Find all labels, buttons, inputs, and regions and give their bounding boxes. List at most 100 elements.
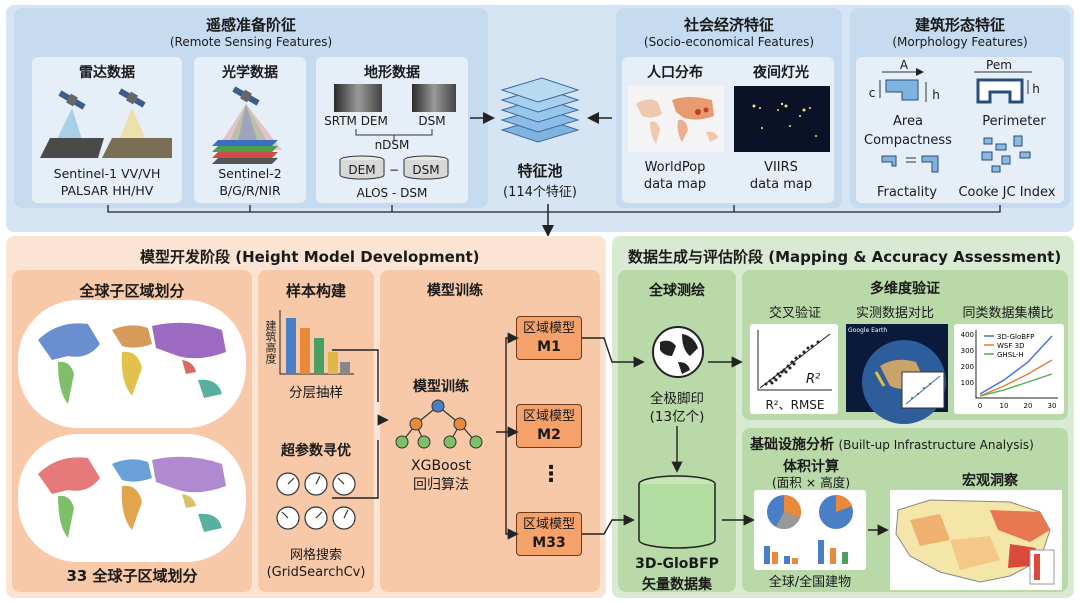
dem-cylinder-label: DEM <box>348 163 376 177</box>
xgboost-line2: 回归算法 <box>413 477 469 493</box>
sample-ylabel: 建筑高度 <box>264 320 277 364</box>
comparison-xtick: 0 <box>978 402 982 410</box>
training-inner-title: 模型训练 <box>413 379 469 395</box>
google-earth-label: Google Earth <box>848 327 888 334</box>
grid-search-line1: 网格搜索 <box>289 548 342 563</box>
us-volume-map <box>890 490 1062 590</box>
model-ellipsis: ⋮ <box>540 462 562 487</box>
global-mapping-title: 全球测绘 <box>649 283 705 299</box>
macro-title: 宏观洞察 <box>962 473 1018 489</box>
minus-label: − <box>388 163 400 177</box>
feature-pool-title: 特征池 <box>517 162 563 180</box>
comparison-ytick: 400 <box>961 331 974 339</box>
comparison-xtick: 30 <box>1048 402 1057 410</box>
globe-icon <box>652 326 704 378</box>
infrastructure-title-cn: 基础设施分析 <box>750 437 834 453</box>
optical-line2: B/G/R/NIR <box>219 183 281 198</box>
terrain-images <box>334 84 456 112</box>
training-title: 模型训练 <box>427 283 483 299</box>
viirs-line2: data map <box>749 177 813 192</box>
xgboost-line1: XGBoost <box>411 458 471 474</box>
model-m33-id: M33 <box>532 535 566 551</box>
socio-subtitle: (Socio-economical Features) <box>643 35 815 49</box>
similar-dataset-label: 同类数据集横比 <box>962 306 1054 321</box>
comparison-xtick: 10 <box>1000 402 1009 410</box>
area-label: Area <box>893 114 923 129</box>
alos-label: ALOS - DSM <box>356 186 428 200</box>
region-model-m2: 区域模型 M2 <box>516 404 582 448</box>
srtm-label: SRTM DEM <box>324 114 388 128</box>
footprint-line2: (13亿个) <box>649 409 705 425</box>
pem-label: Pem <box>986 58 1012 72</box>
model-m1-id: M1 <box>537 339 561 355</box>
model-m33-label: 区域模型 <box>522 517 575 532</box>
region-model-m1: 区域模型 M1 <box>516 316 582 360</box>
sample-panel <box>258 270 374 592</box>
comparison-legend-label: WSF 3D <box>997 342 1024 350</box>
mapping-title: 数据生成与评估阶段 (Mapping & Accuracy Assessment… <box>628 248 1062 266</box>
stratified-bar-chart <box>279 310 354 375</box>
morphology-icons <box>879 68 1032 173</box>
hyper-title: 超参数寻优 <box>281 443 351 459</box>
world-map-bottom <box>18 434 246 562</box>
region-model-m33: 区域模型 M33 <box>516 512 582 556</box>
global-subregion-title: 全球子区域划分 <box>79 282 185 300</box>
viirs-line1: VIIRS <box>764 160 798 175</box>
model-m2-label: 区域模型 <box>522 409 575 424</box>
field-comparison-label: 实测数据对比 <box>855 306 934 321</box>
development-title: 模型开发阶段 (Height Model Development) <box>140 248 480 266</box>
terrain-card <box>316 57 468 203</box>
infrastructure-title: 基础设施分析 (Built-up Infrastructure Analysis… <box>750 434 1066 454</box>
comparison-chart-card <box>954 324 1064 414</box>
remote-sensing-subtitle: (Remote Sensing Features) <box>169 35 333 49</box>
database-line2: 矢量数据集 <box>642 577 712 593</box>
area-c-label: c <box>868 86 876 100</box>
worldpop-map-image <box>628 86 724 152</box>
cooke-label: Cooke JC Index <box>958 185 1056 200</box>
comparison-series-line <box>979 335 1053 395</box>
optical-card <box>194 57 306 203</box>
pie-charts <box>764 494 853 564</box>
ndsm-bracket <box>355 129 433 141</box>
population-title: 人口分布 <box>647 65 703 81</box>
comparison-xtick: 20 <box>1024 402 1033 410</box>
comparison-axes <box>975 330 1058 399</box>
morphology-title: 建筑形态特征 <box>914 16 1005 34</box>
volume-title: 体积计算 <box>783 459 839 475</box>
perimeter-h-label: h <box>1032 82 1040 96</box>
model-m2-id: M2 <box>537 427 561 443</box>
radar-line2: PALSAR HH/HV <box>60 183 154 198</box>
optical-title: 光学数据 <box>222 65 278 81</box>
comparison-series-line <box>979 359 1053 397</box>
cross-validation-label: 交叉验证 <box>768 306 821 321</box>
radar-line1: Sentinel-1 VV/VH <box>53 166 161 181</box>
feature-pool-count: (114个特征) <box>503 185 577 200</box>
comparison-legend-label: 3D-GloBFP <box>997 333 1034 341</box>
night-light-title: 夜间灯光 <box>753 65 809 81</box>
radar-title: 雷达数据 <box>79 65 135 81</box>
volume-subtitle: (面积 × 高度) <box>771 475 851 490</box>
area-a-label: A <box>899 58 909 72</box>
database-cylinder-icon <box>638 475 716 549</box>
comparison-ytick: 300 <box>961 347 974 355</box>
optical-line1: Sentinel-2 <box>218 166 282 181</box>
ndsm-label: nDSM <box>374 138 410 152</box>
dsm-cylinder-label: DSM <box>412 163 440 177</box>
r2-rmse-label: R²、RMSE <box>765 398 825 412</box>
terrain-title: 地形数据 <box>364 65 420 81</box>
remote-sensing-title: 遥感准备阶征 <box>205 16 296 34</box>
google-earth-image <box>846 324 948 424</box>
worldpop-line2: data map <box>643 177 707 192</box>
area-h-label: h <box>932 88 940 102</box>
top-connectors <box>107 112 1001 237</box>
socio-title: 社会经济特征 <box>683 16 774 34</box>
sample-title: 样本构建 <box>285 282 346 300</box>
comparison-series-line <box>979 373 1053 397</box>
stratified-label: 分层抽样 <box>289 385 343 401</box>
comparison-ytick: 100 <box>961 379 974 387</box>
model-m1-label: 区域模型 <box>522 321 575 336</box>
comparison-ytick: 200 <box>961 363 974 371</box>
multi-validation-title: 多维度验证 <box>870 281 940 297</box>
